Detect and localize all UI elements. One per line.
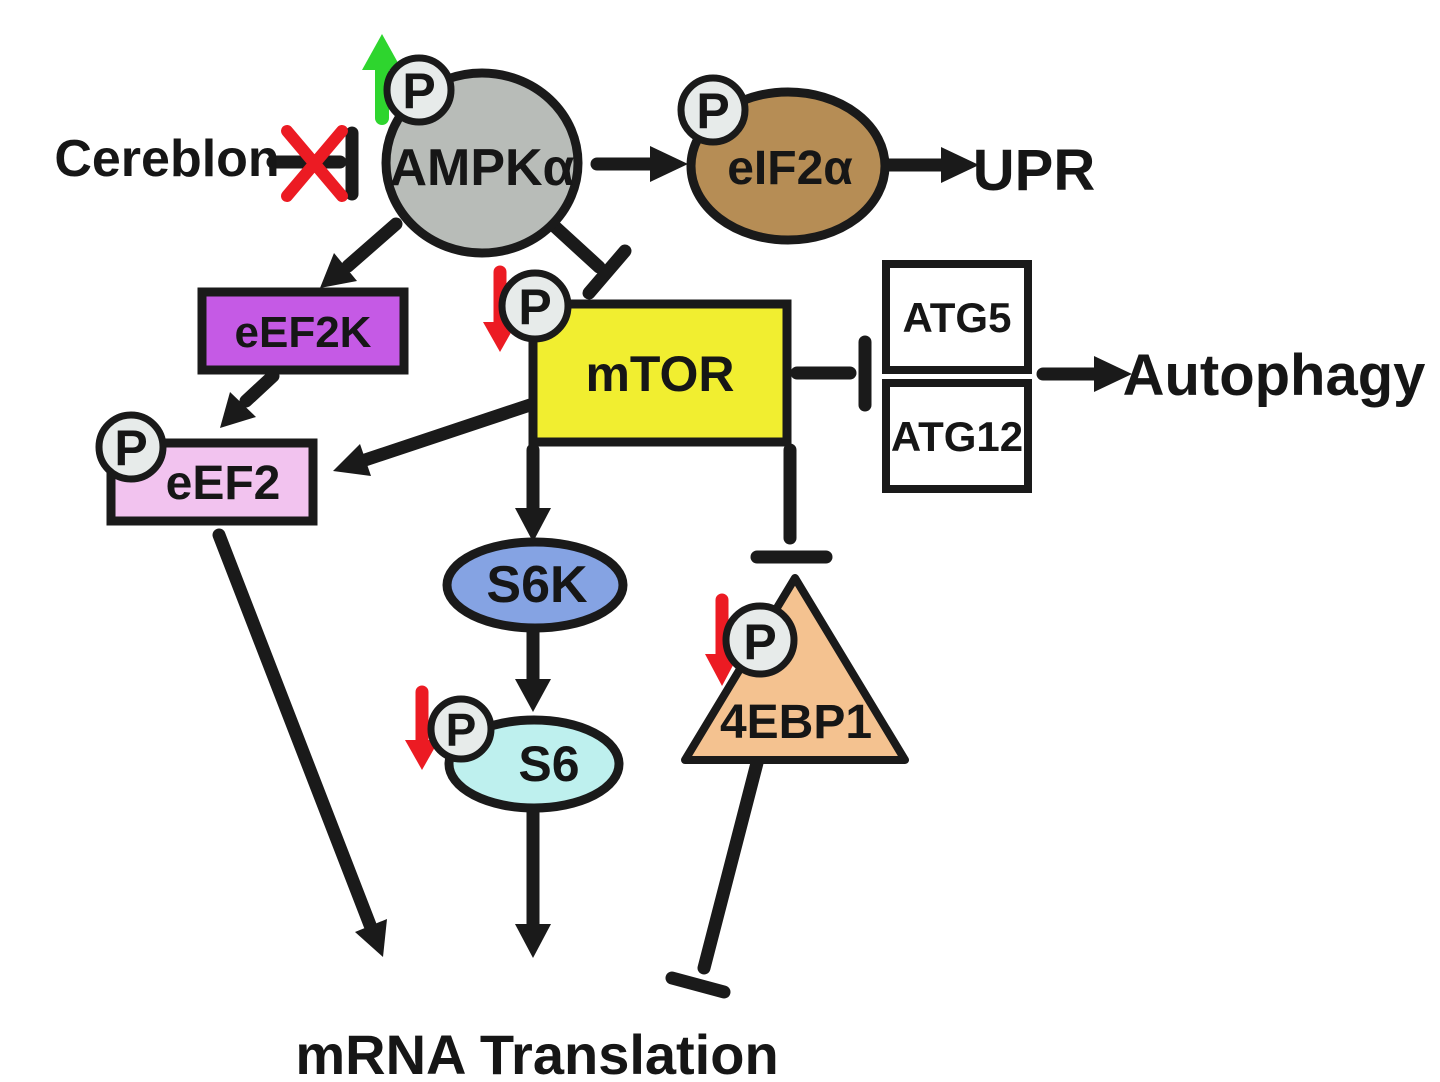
inhibit-tbar-cap (665, 971, 731, 999)
arrowhead (355, 919, 387, 957)
s6k-label: S6K (486, 556, 588, 614)
eif2a-label: eIF2α (727, 142, 853, 195)
phospho-badge-mtor: P (498, 269, 572, 343)
node-mtor: mTOR (528, 299, 792, 447)
phospho-badge-eif2a: P (677, 74, 749, 146)
phospho-badge-ampk: P (383, 54, 455, 126)
arrow-mtor-to-eef2 (333, 398, 537, 476)
node-eef2k: eEF2K (197, 287, 409, 375)
ampk-label: AMPKα (389, 139, 574, 197)
phospho-letter: P (446, 704, 477, 756)
inhibit-ampk-to-mtor (545, 217, 632, 300)
inhibit-shaft (545, 217, 606, 274)
node-s6k: S6K (442, 537, 628, 633)
inhibit-mtor-to-4ebp1 (750, 443, 833, 564)
autophagy-label: Autophagy (1123, 343, 1426, 408)
arrow-ampk-to-eef2k (320, 217, 403, 288)
upr-label: UPR (973, 138, 1095, 203)
up-arrowhead (362, 34, 402, 70)
phospho-circle (383, 54, 455, 126)
atg12-label: ATG12 (891, 413, 1023, 460)
down-arrowhead (405, 740, 439, 770)
arrowhead (220, 392, 256, 428)
cross-stroke-2 (281, 125, 348, 202)
decrease-arrow-s6 (405, 685, 439, 770)
node-atg12: ATG12 (882, 379, 1032, 493)
phospho-letter: P (518, 279, 551, 335)
arrowhead (320, 253, 357, 288)
eef2k-label: eEF2K (235, 308, 372, 357)
arrow-s6k-to-s6 (515, 623, 551, 712)
arrow-eef2k-to-eef2 (220, 369, 280, 428)
arrow-shaft (212, 528, 377, 932)
phospho-circle (498, 269, 572, 343)
atg12-box (882, 379, 1032, 493)
inhibit-4ebp1-to-mrna (665, 756, 764, 999)
mrna-translation-label: mRNA Translation (295, 1023, 778, 1082)
arrow-mtor-to-s6k (515, 443, 551, 542)
s6-label: S6 (518, 736, 579, 792)
phospho-badge-s6: P (427, 695, 495, 763)
arrow-eef2-to-mrna (212, 528, 387, 957)
4ebp1-label: 4EBP1 (720, 696, 872, 749)
phospho-circle (722, 602, 798, 678)
increase-arrow-ampk (362, 34, 402, 125)
phospho-circle (677, 74, 749, 146)
arrow-eif2a-to-upr (881, 147, 979, 183)
phospho-letter: P (696, 83, 729, 139)
node-atg5: ATG5 (882, 260, 1032, 374)
arrowhead (333, 444, 371, 476)
eef2k-box (197, 287, 409, 375)
inhibit-tbar-cap (582, 244, 632, 300)
phospho-badge-4ebp1: P (722, 602, 798, 678)
arrowhead (515, 679, 551, 712)
arrow-shaft (239, 369, 280, 408)
arrow-shaft (358, 398, 537, 467)
arrow-ampk-to-eif2a (590, 146, 688, 182)
node-eef2: eEF2 (106, 438, 318, 526)
blocked-cross (281, 125, 348, 202)
arrowhead (650, 146, 688, 182)
inhibit-mtor-to-atg (790, 335, 872, 412)
arrow-atg-to-autophagy (1036, 356, 1132, 392)
arrowhead (515, 924, 551, 958)
eef2-label: eEF2 (166, 457, 281, 510)
atg5-label: ATG5 (903, 294, 1012, 341)
arrowhead (941, 147, 979, 183)
phospho-circle (95, 411, 167, 483)
phospho-letter: P (114, 420, 147, 476)
s6k-ellipse (442, 537, 628, 633)
arrowhead (1094, 356, 1132, 392)
mtor-label: mTOR (585, 346, 734, 402)
phospho-letter: P (402, 63, 435, 119)
phospho-circle (427, 695, 495, 763)
arrowhead (515, 508, 551, 542)
cereblon-label: Cereblon (54, 130, 279, 188)
inhibit-shaft (697, 756, 764, 975)
phospho-badge-eef2: P (95, 411, 167, 483)
arrow-s6-to-mrna (515, 805, 551, 958)
arrow-shaft (341, 217, 403, 273)
phospho-letter: P (743, 614, 776, 670)
mtor-box (528, 299, 792, 447)
atg5-box (882, 260, 1032, 374)
